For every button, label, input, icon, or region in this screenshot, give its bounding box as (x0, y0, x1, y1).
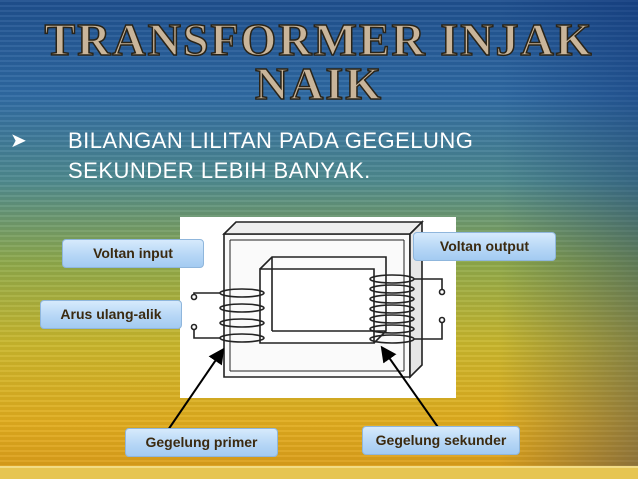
bullet-arrow-icon: ➤ (10, 130, 28, 152)
transformer-core (222, 220, 424, 379)
secondary-coil (369, 274, 446, 344)
label-voltan-output: Voltan output (413, 232, 556, 261)
transformer-drawing (190, 220, 446, 379)
arrow-to-secondary-coil (380, 345, 441, 431)
slide-title-line1: TRANSFORMER INJAK (44, 14, 594, 65)
bullet-line2: SEKUNDER LEBIH BANYAK. (68, 158, 371, 183)
bullet-point: ➤ BILANGAN LILITAN PADA GEGELUNG SEKUNDE… (10, 126, 630, 186)
slide-title: TRANSFORMER INJAK NAIK (0, 14, 638, 109)
slide-footer-bar (0, 466, 638, 479)
primary-coil (190, 288, 265, 343)
slide-title-line2: NAIK (254, 58, 384, 109)
arrow-to-primary-coil (167, 347, 225, 431)
label-gegelung-primer: Gegelung primer (125, 428, 278, 457)
bullet-line1: BILANGAN LILITAN PADA GEGELUNG (68, 128, 474, 153)
label-gegelung-sekunder: Gegelung sekunder (362, 426, 520, 455)
label-voltan-input: Voltan input (62, 239, 204, 268)
label-arus-ulang-alik: Arus ulang-alik (40, 300, 182, 329)
transformer-diagram (180, 217, 456, 398)
